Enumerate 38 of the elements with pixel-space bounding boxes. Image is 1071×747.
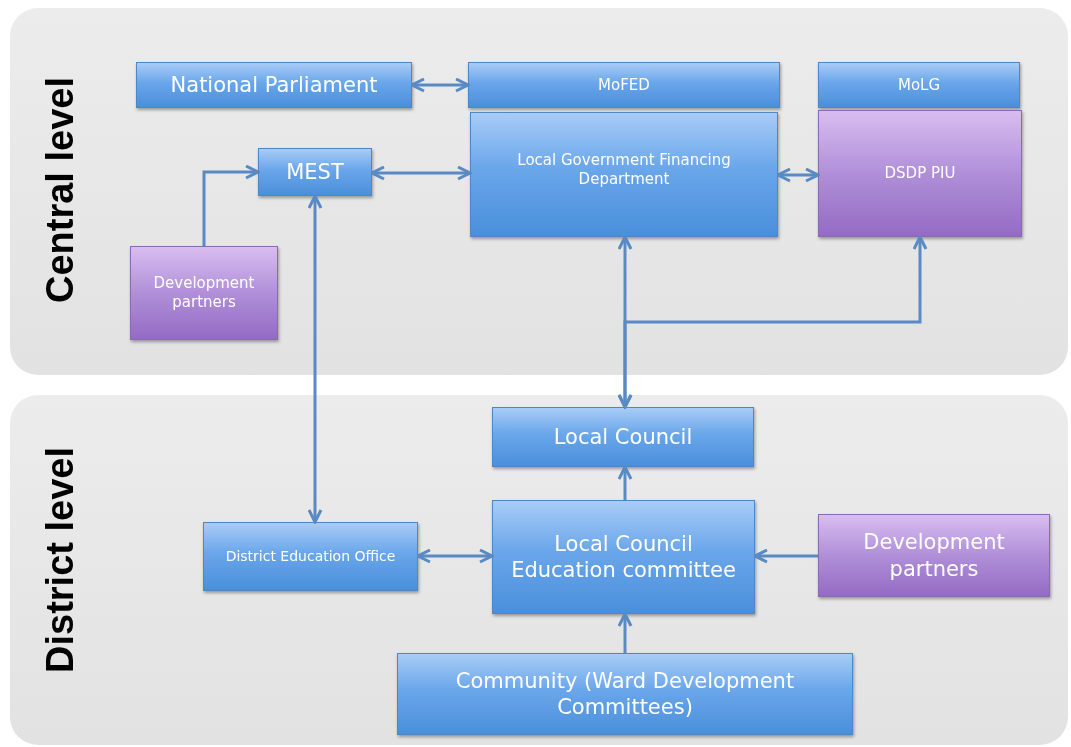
box-label: Local Council Education committee bbox=[510, 530, 737, 584]
box-label: Development partners bbox=[152, 274, 256, 312]
level-band bbox=[10, 8, 1068, 375]
box-label: Community (Ward Development Committees) bbox=[454, 667, 796, 721]
partner-box bbox=[818, 514, 1050, 597]
arrow bbox=[776, 167, 820, 183]
arrow bbox=[202, 164, 260, 246]
arrow bbox=[617, 612, 633, 653]
level-band bbox=[10, 395, 1068, 745]
box-label: MoLG bbox=[897, 75, 941, 95]
box-label: District Education Office bbox=[225, 547, 396, 566]
arrow bbox=[617, 235, 928, 409]
arrow bbox=[753, 548, 818, 564]
partner-box bbox=[818, 110, 1022, 237]
box-label: Development partners bbox=[862, 529, 1006, 582]
box-label: MEST bbox=[286, 158, 344, 186]
organization-box bbox=[258, 148, 372, 196]
arrow bbox=[307, 194, 323, 524]
partner-box bbox=[130, 246, 278, 340]
arrow bbox=[617, 465, 633, 500]
organization-box bbox=[136, 62, 412, 108]
box-label: DSDP PIU bbox=[884, 164, 956, 183]
organization-box bbox=[492, 407, 754, 467]
arrow bbox=[416, 548, 494, 564]
organization-box bbox=[470, 112, 778, 237]
level-label: Central level bbox=[38, 77, 82, 303]
organization-box bbox=[818, 62, 1020, 108]
box-label: Local Government Financing Department bbox=[516, 151, 732, 189]
arrow bbox=[410, 77, 470, 93]
box-label: Local Council bbox=[553, 423, 693, 451]
organization-box bbox=[397, 653, 853, 735]
box-label: MoFED bbox=[598, 75, 650, 95]
arrow bbox=[370, 165, 472, 181]
level-label: District level bbox=[38, 447, 82, 673]
organization-box bbox=[203, 522, 418, 591]
organization-box bbox=[492, 500, 755, 614]
box-label: National Parliament bbox=[170, 71, 378, 99]
organization-box bbox=[468, 62, 780, 108]
